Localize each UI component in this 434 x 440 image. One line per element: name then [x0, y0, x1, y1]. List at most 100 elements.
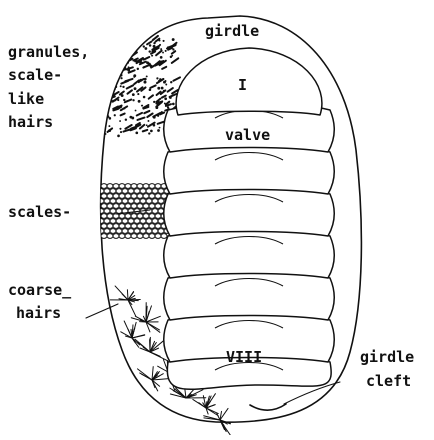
coarse-hair: [150, 352, 160, 356]
granule: [129, 52, 131, 54]
scale-like-hair: [118, 35, 124, 39]
scale: [137, 234, 143, 239]
hair-tuft-2: [131, 303, 160, 333]
granule: [159, 127, 161, 129]
label-granules-line3: like: [8, 90, 44, 108]
scale: [119, 204, 125, 209]
scale-like-hair: [147, 42, 151, 45]
granule: [138, 81, 140, 83]
granule: [143, 45, 145, 47]
scale: [131, 184, 137, 189]
granule: [109, 82, 111, 84]
scale-like-hair: [133, 36, 140, 39]
granule: [149, 50, 151, 52]
hair-tuft-4: [135, 337, 168, 360]
scale-like-hair: [162, 96, 166, 98]
granule: [108, 39, 111, 42]
scale: [143, 234, 149, 239]
scale-like-hair: [125, 100, 131, 103]
scale: [152, 229, 158, 234]
granule: [146, 75, 148, 77]
granule: [153, 124, 156, 127]
granule: [134, 87, 137, 90]
scale: [104, 219, 110, 224]
granule: [139, 59, 142, 62]
scale: [161, 234, 167, 239]
scale: [152, 219, 158, 224]
granule: [132, 99, 134, 101]
scale: [125, 214, 131, 219]
coarse-hairs-leader-line: [86, 304, 118, 318]
granule: [124, 107, 126, 109]
granule: [120, 77, 122, 79]
scale: [128, 219, 134, 224]
scale-like-hair: [107, 39, 112, 42]
granule: [137, 93, 139, 95]
granule: [109, 37, 111, 39]
granule: [115, 77, 118, 80]
scale-like-hair: [123, 54, 126, 56]
scale: [131, 234, 137, 239]
valve-1: [176, 48, 322, 115]
valve-4-outline: [164, 187, 335, 237]
granule: [111, 85, 113, 87]
scale: [110, 199, 116, 204]
granule: [116, 67, 119, 70]
scale: [125, 224, 131, 229]
granule: [170, 81, 172, 83]
scale: [134, 219, 140, 224]
coarse-hair: [132, 335, 145, 338]
valve-3-outline: [164, 145, 335, 195]
scale: [149, 214, 155, 219]
granule: [108, 125, 110, 127]
granule: [125, 118, 127, 120]
label-granules-line4: hairs: [8, 113, 53, 131]
scale-like-hair: [127, 85, 133, 88]
granule: [171, 55, 173, 57]
scale: [131, 224, 137, 229]
granule: [133, 76, 135, 78]
scale-like-hair: [123, 129, 130, 131]
granule: [120, 54, 122, 56]
scale-like-hair: [113, 54, 119, 56]
scale: [101, 224, 107, 229]
scale: [131, 194, 137, 199]
scale-like-hair: [115, 50, 119, 52]
granule: [108, 48, 110, 50]
scales-texture: [95, 184, 170, 239]
scale: [104, 209, 110, 214]
scale: [128, 189, 134, 194]
granule: [135, 60, 137, 62]
scale: [149, 234, 155, 239]
scale-like-hair: [121, 81, 128, 84]
scale: [149, 184, 155, 189]
scale: [137, 214, 143, 219]
valve-5-outline: [164, 229, 335, 279]
granule: [109, 41, 112, 44]
granule: [116, 65, 119, 68]
scale-like-hair: [150, 85, 155, 87]
granule: [122, 86, 124, 88]
scale: [134, 189, 140, 194]
granule: [167, 106, 169, 108]
label-valve-first: I: [238, 76, 247, 94]
label-granules-line2: scale-: [8, 66, 62, 84]
label-scales: scales-: [8, 203, 71, 221]
scale: [107, 214, 113, 219]
scale: [152, 189, 158, 194]
scale: [125, 204, 131, 209]
label-valve: valve: [225, 126, 270, 144]
scale: [140, 189, 146, 194]
scale: [125, 194, 131, 199]
granule: [119, 128, 121, 130]
scale: [140, 219, 146, 224]
scale: [119, 224, 125, 229]
scale: [101, 184, 107, 189]
scale-like-hair: [112, 62, 118, 65]
granule: [144, 81, 147, 84]
granule: [162, 52, 164, 54]
scale-like-hair: [120, 92, 124, 95]
scale: [143, 214, 149, 219]
granule: [143, 96, 146, 99]
